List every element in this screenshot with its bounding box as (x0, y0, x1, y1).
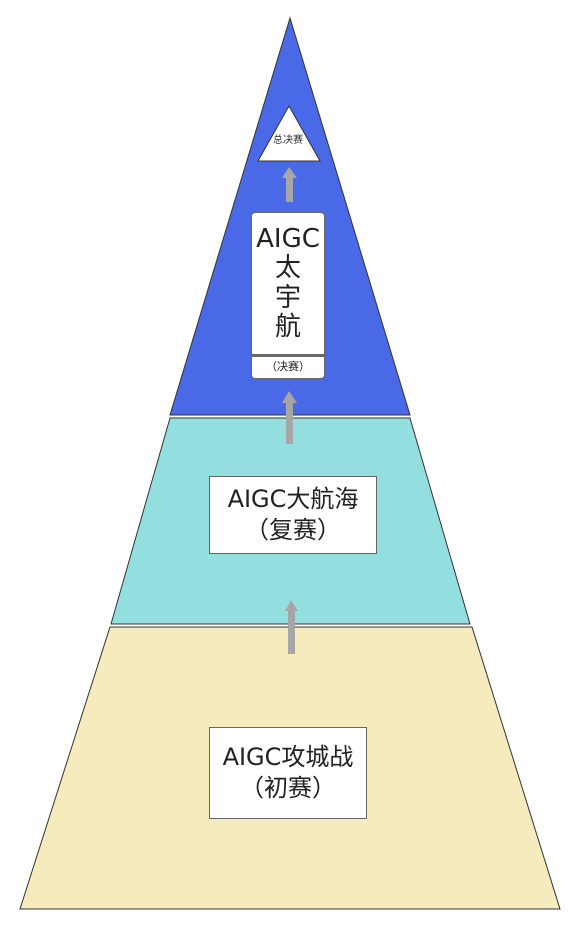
arrow-up-icon (285, 600, 298, 654)
second-round-label-box: AIGC大航海 （复赛） (209, 476, 377, 554)
final-round-subtitle-box: （决赛） (251, 356, 325, 379)
final-round-title-line: 太 (274, 253, 301, 284)
final-round-title-line: 宇 (274, 282, 301, 313)
second-round-subtitle: （复赛） (245, 516, 341, 544)
final-round-subtitle: （决赛） (266, 360, 310, 374)
arrow-up-icon (282, 391, 297, 444)
second-round-title: AIGC大航海 (227, 484, 359, 513)
final-round-label-box: AIGC 太 宇 航 (251, 212, 325, 355)
grand-final-label: 总决赛 (273, 135, 303, 146)
first-round-label-box: AIGC攻城战 （初赛） (209, 727, 367, 819)
final-round-title-line: 航 (274, 311, 301, 342)
grand-final-triangle (257, 104, 321, 162)
final-round-title-line: AIGC (256, 224, 320, 255)
first-round-title: AIGC攻城战 (222, 742, 354, 771)
arrow-up-icon (282, 167, 297, 202)
first-round-subtitle: （初赛） (240, 774, 336, 802)
